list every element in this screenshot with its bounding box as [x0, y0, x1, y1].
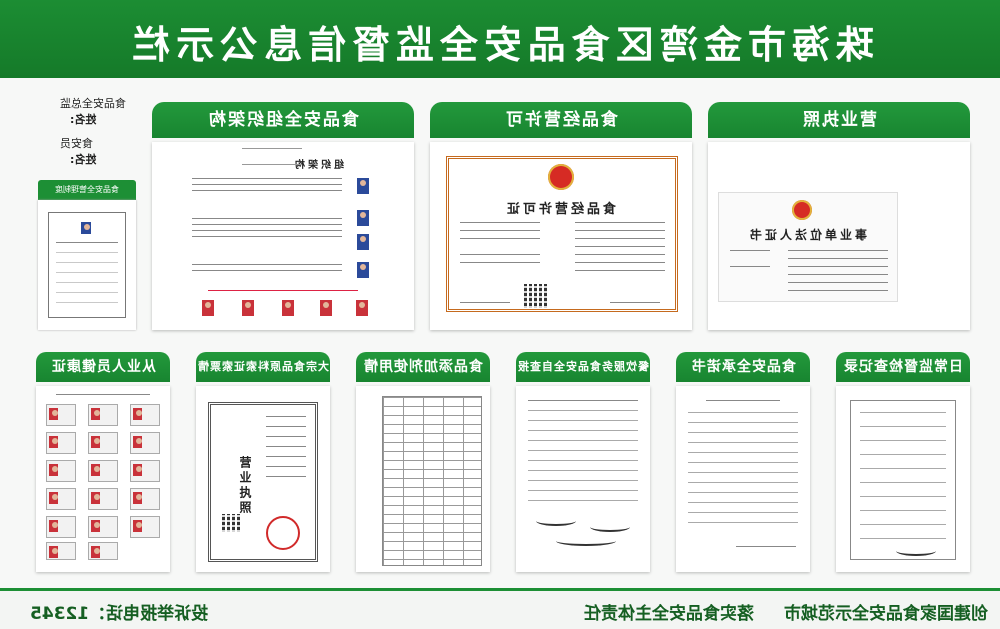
raw-material-doc: 营业执照 — [196, 386, 330, 572]
additive-tab: 食品添加剂使用情况 — [356, 352, 490, 405]
staff-photo — [282, 300, 294, 316]
signature-mark — [590, 522, 630, 532]
director-label: 食品安全总监 — [60, 97, 126, 110]
staff-photo — [320, 300, 332, 316]
header-banner: 珠海市金湾区食品安全监督信息公示栏 — [0, 0, 1000, 78]
health-cert-doc — [36, 386, 170, 572]
qr-code-icon — [222, 514, 240, 532]
footer-bar: 投诉举报电话：12345 创建国家食品安全示范城市 落实食品安全主体责任 — [0, 588, 1000, 629]
staff-photo — [357, 234, 369, 250]
supervision-record-doc — [836, 386, 970, 572]
staff-photo — [242, 300, 254, 316]
raw-material-doc-title: 营业执照 — [238, 456, 252, 516]
self-inspection-doc — [516, 386, 650, 572]
commitment-panel: 食品安全承诺书 — [676, 352, 810, 572]
staff-photo — [202, 300, 214, 316]
raw-material-panel: 大宗食品原料索证索票情况 营业执照 — [196, 352, 330, 572]
staff-info: 食品安全总监 姓名: 食安员 姓名: — [60, 96, 150, 176]
complaint-hotline: 投诉举报电话：12345 — [30, 604, 209, 624]
footer-slogans: 创建国家食品安全示范城市 落实食品安全主体责任 — [584, 599, 988, 624]
signature-mark — [896, 546, 936, 556]
national-emblem-icon — [792, 200, 812, 220]
officer-name-label: 姓名: — [70, 153, 97, 166]
management-system-tab: 食品安全管理制度 — [38, 180, 136, 200]
management-system-panel: 食品安全管理制度 — [38, 180, 136, 330]
board-title: 珠海市金湾区食品安全监督信息公示栏 — [126, 23, 875, 67]
commitment-tab: 食品安全承诺书 — [676, 352, 810, 382]
national-emblem-icon — [548, 164, 574, 190]
staff-photo — [356, 300, 368, 316]
business-license-tab: 营业执照 — [708, 102, 970, 138]
staff-photo — [357, 210, 369, 226]
doc-photo — [81, 222, 91, 234]
self-inspection-panel: 餐饮服务食品安全自查报告 — [516, 352, 650, 572]
food-license-panel: 食品经营许可 食品经营许可证 — [430, 102, 692, 330]
management-system-doc — [38, 200, 136, 330]
signature-mark — [536, 516, 576, 526]
business-license-panel: 营业执照 事业单位法人证书 — [708, 102, 970, 330]
license-frame — [446, 156, 678, 312]
additive-panel: 食品添加剂使用情况 — [356, 352, 490, 572]
staff-photo — [357, 262, 369, 278]
slogan-create-city: 创建国家食品安全示范城市 — [784, 604, 988, 624]
license-frame — [208, 402, 318, 562]
qr-code-icon — [524, 284, 548, 308]
supervision-record-panel: 日常监督检查记录 — [836, 352, 970, 572]
business-license-title: 事业单位法人证书 — [747, 228, 868, 242]
health-cert-panel: 从业人员健康证 — [36, 352, 170, 572]
health-cert-tab: 从业人员健康证 — [36, 352, 170, 382]
business-license-doc: 事业单位法人证书 — [708, 142, 970, 330]
food-license-tab: 食品经营许可 — [430, 102, 692, 138]
official-stamp-icon — [266, 516, 300, 550]
additive-doc — [356, 386, 490, 572]
officer-label: 食安员 — [60, 137, 93, 150]
commitment-doc — [676, 386, 810, 572]
raw-material-tab: 大宗食品原料索证索票情况 — [196, 352, 330, 403]
self-inspection-tab: 餐饮服务食品安全自查报告 — [516, 352, 650, 403]
org-chart-doc: 组织架构 — [152, 142, 414, 330]
additive-table — [382, 396, 482, 566]
org-chart-panel: 食品安全组织架构 组织架构 — [152, 102, 414, 330]
food-license-doc: 食品经营许可证 — [430, 142, 692, 330]
slogan-responsibility: 落实食品安全主体责任 — [584, 604, 754, 624]
org-chart-tab: 食品安全组织架构 — [152, 102, 414, 138]
signature-mark — [556, 536, 616, 546]
director-name-label: 姓名: — [70, 113, 97, 126]
supervision-record-tab: 日常监督检查记录 — [836, 352, 970, 382]
license-title: 食品经营许可证 — [504, 202, 617, 217]
manager-photo — [357, 178, 369, 194]
